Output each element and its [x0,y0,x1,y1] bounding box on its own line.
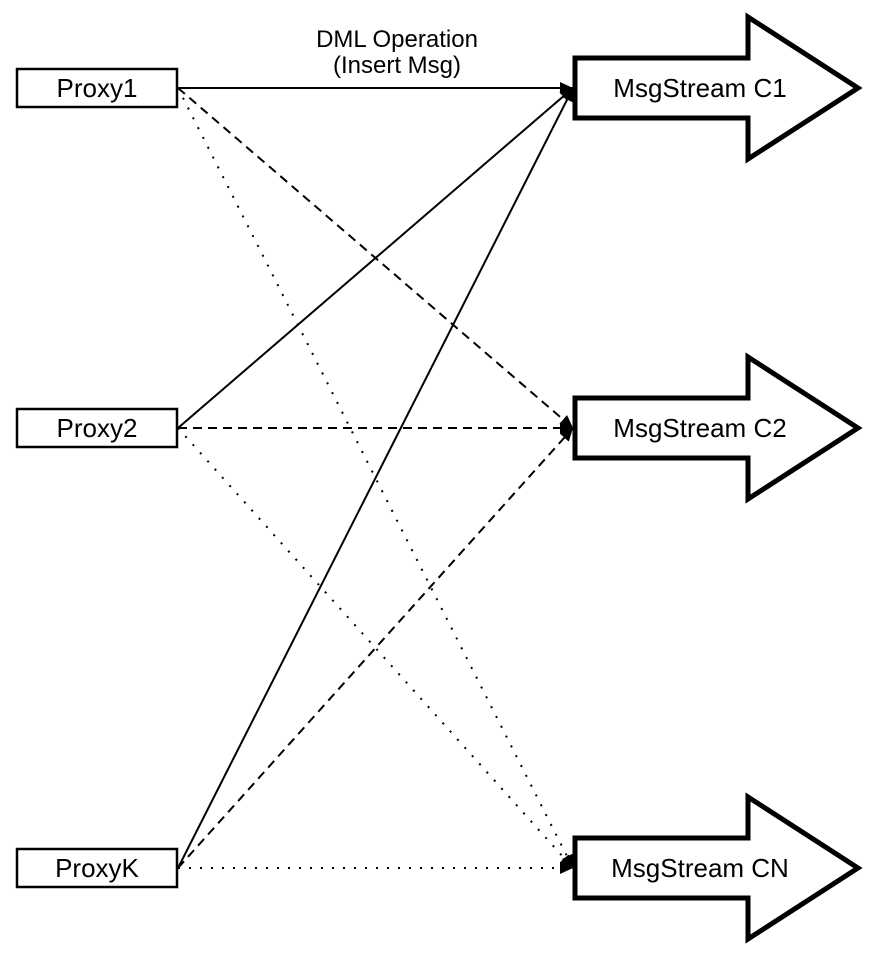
connectors-layer [177,82,574,874]
msgstream-c2-arrow: MsgStream C2 [572,352,863,504]
proxy1-node: Proxy1 [15,67,179,109]
proxyK-box [15,847,179,889]
proxyK-node: ProxyK [15,847,179,889]
proxyK-label: ProxyK [55,853,139,883]
msgstream-c1-arrow: MsgStream C1 [572,12,863,164]
proxy1-label: Proxy1 [57,73,138,103]
annotation-line2: (Insert Msg) [333,52,461,79]
connector-proxyK-c2 [177,427,574,869]
dml-operation-annotation: DML Operation (Insert Msg) [316,26,478,79]
msgstream-c1-shape [572,12,863,164]
annotation-line1: DML Operation [316,26,478,53]
proxy1-box [15,67,179,109]
proxy2-label: Proxy2 [57,413,138,443]
connector-proxy2-c1 [177,87,574,429]
proxy2-box [15,407,179,449]
msgstream-cn-arrow: MsgStream CN [572,792,863,944]
msgstream-c1-label: MsgStream C1 [613,73,786,103]
msgstream-cn-shape [572,792,863,944]
msgstream-c2-shape [572,352,863,504]
connector-proxyK-c1 [177,87,574,869]
msgstream-cn-label: MsgStream CN [611,853,789,883]
proxy2-node: Proxy2 [15,407,179,449]
msgstream-c2-label: MsgStream C2 [613,413,786,443]
